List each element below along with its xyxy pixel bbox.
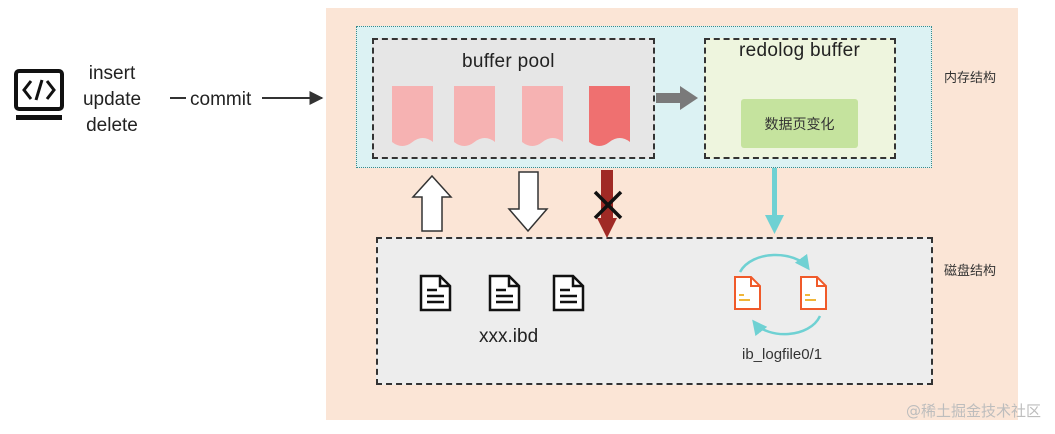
document-icon [552,274,585,312]
buffer-page [454,86,495,146]
cycle-arrow-icon [738,253,822,337]
document-icon [488,274,521,312]
disk-structure-label: 磁盘结构 [944,264,997,279]
operation-update: update [82,89,142,110]
data-file-icons [419,274,585,312]
commit-label: commit [190,89,252,111]
operation-insert: insert [88,63,136,84]
log-file-icon [800,276,827,310]
buffer-page [589,86,630,146]
load-up-arrow [411,174,453,232]
redo-write-arrow [765,168,784,234]
buffer-page [392,86,433,146]
buffer-pool-title: buffer pool [462,51,555,72]
operations-list: insert update delete [72,61,152,139]
log-file-icon [734,276,761,310]
data-file-label: xxx.ibd [479,326,539,347]
x-mark-icon [593,190,623,220]
page-change-box: 数据页变化 [741,99,858,148]
operation-delete: delete [86,115,138,136]
log-file-label: ib_logfile0/1 [742,346,823,363]
memory-structure-label: 内存结构 [944,71,997,86]
disk-structure-box [376,237,933,385]
buffer-pool-pages [392,86,630,146]
code-window-icon [14,69,64,120]
read-down-arrow [507,171,549,233]
watermark: @稀土掘金技术社区 [905,402,1041,420]
buffer-page [522,86,563,146]
to-redolog-arrow [656,86,698,110]
document-icon [419,274,452,312]
redolog-buffer-title: redolog buffer [739,40,861,61]
